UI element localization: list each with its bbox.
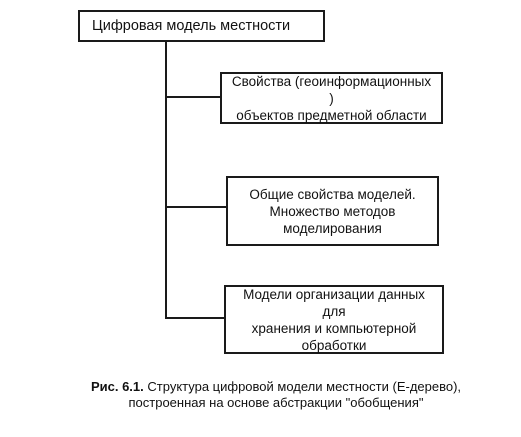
child-node-text: Свойства (геоинформационных ) объектов п… xyxy=(228,73,435,124)
root-node: Цифровая модель местности xyxy=(78,10,325,42)
child-node-object-properties: Свойства (геоинформационных ) объектов п… xyxy=(220,72,443,124)
root-node-label: Цифровая модель местности xyxy=(92,17,291,34)
child-node-line: Общие свойства моделей. xyxy=(249,186,416,202)
figure-caption: Рис. 6.1. Структура цифровой модели мест… xyxy=(46,379,506,411)
child-node-model-properties: Общие свойства моделей. Множество методо… xyxy=(226,176,439,246)
caption-text-1: Структура цифровой модели местности (Е-д… xyxy=(147,379,462,394)
child-node-text: Модели организации данных для хранения и… xyxy=(232,286,436,354)
child-node-line: объектов предметной области xyxy=(236,107,427,123)
caption-line-1: Рис. 6.1. Структура цифровой модели мест… xyxy=(46,379,506,395)
child-node-text: Общие свойства моделей. Множество методо… xyxy=(249,186,415,237)
figure-number: Рис. 6.1. xyxy=(90,379,144,394)
child-node-line: Множество методов xyxy=(269,203,396,219)
child-node-line: хранения и компьютерной xyxy=(251,320,417,336)
child-node-line: обработки xyxy=(301,337,367,353)
child-node-data-models: Модели организации данных для хранения и… xyxy=(224,285,444,354)
child-node-line: моделирования xyxy=(283,220,382,236)
caption-line-2: построенная на основе абстракции "обобще… xyxy=(128,395,424,410)
child-node-line: Модели организации данных для xyxy=(243,286,425,319)
child-node-line: Свойства (геоинформационных ) xyxy=(231,73,432,106)
